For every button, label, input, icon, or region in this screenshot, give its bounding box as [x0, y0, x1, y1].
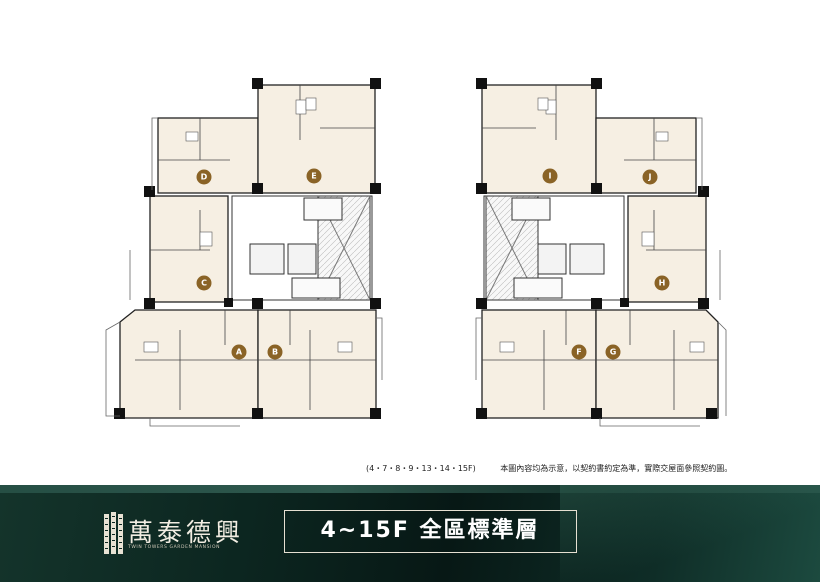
unit-marker-b: B: [267, 344, 283, 360]
right-balconies: [475, 117, 727, 427]
svg-text:F: F: [576, 348, 581, 357]
unit-marker-e: E: [306, 168, 322, 184]
unit-marker-j: J: [642, 169, 658, 185]
left-building-plan: [119, 84, 377, 419]
unit-marker-a: A: [231, 344, 247, 360]
svg-text:A: A: [236, 348, 243, 357]
unit-marker-f: F: [571, 344, 587, 360]
right-bath-fixtures: [499, 97, 705, 353]
unit-marker-h: H: [654, 275, 670, 291]
unit-g: [595, 309, 719, 419]
disclaimer-text: 本圖內容均為示意，以契約書約定為準，實際交屋面參照契約圖。: [500, 464, 733, 473]
left-bath-fixtures: [143, 97, 353, 353]
tower-logo-icon: [104, 512, 123, 554]
left-columns: [114, 78, 381, 419]
left-partitions: [135, 85, 376, 410]
right-partitions: [482, 85, 718, 410]
svg-text:B: B: [272, 348, 278, 357]
unit-markers-right: F G H I J: [542, 168, 670, 360]
unit-b: [257, 309, 377, 419]
brand-banner: [0, 485, 820, 582]
applicable-floors: (4・7・8・9・13・14・15F): [366, 464, 476, 473]
unit-markers-left: A B C D E: [196, 168, 322, 360]
unit-c: [149, 195, 229, 303]
svg-text:C: C: [201, 279, 207, 288]
unit-marker-i: I: [542, 168, 558, 184]
brand-tagline: TWIN TOWERS GARDEN MANSION: [128, 545, 221, 550]
svg-text:H: H: [659, 279, 666, 288]
unit-marker-d: D: [196, 169, 212, 185]
page-title: 4~15F 全區標準層: [320, 518, 540, 543]
unit-f: [481, 309, 597, 419]
svg-text:E: E: [311, 172, 316, 181]
right-core: [483, 195, 625, 301]
floor-note: (4・7・8・9・13・14・15F) 本圖內容均為示意，以契約書約定為準，實際…: [366, 463, 732, 474]
svg-text:G: G: [610, 348, 617, 357]
floor-plan-diagram: A B C D E F G H I J: [105, 78, 727, 427]
left-core: [231, 195, 373, 301]
svg-text:J: J: [648, 173, 652, 182]
unit-a: [119, 309, 259, 419]
svg-text:D: D: [201, 173, 208, 182]
right-columns: [476, 78, 717, 419]
brand-name: 萬泰德興: [128, 518, 245, 547]
unit-marker-c: C: [196, 275, 212, 291]
svg-text:I: I: [549, 172, 552, 181]
left-balconies: [105, 117, 383, 427]
title-frame: 4~15F 全區標準層: [284, 510, 577, 553]
unit-marker-g: G: [605, 344, 621, 360]
